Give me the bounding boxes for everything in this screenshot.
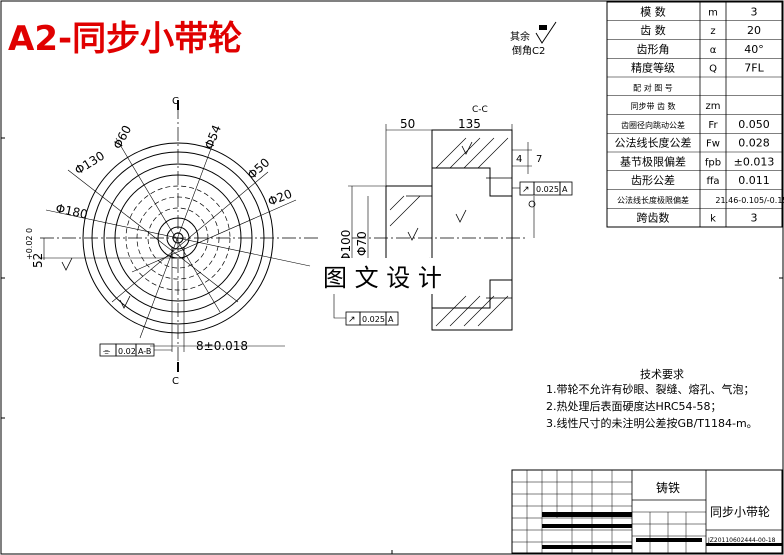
param-value: 7FL <box>744 62 764 75</box>
param-row: 跨齿数 k 3 <box>637 212 758 225</box>
param-symbol: k <box>710 214 716 225</box>
svg-text:其余: 其余 <box>510 30 530 43</box>
dim-section-50: 50 <box>400 117 415 131</box>
param-symbol: α <box>710 45 717 56</box>
title-block-text: 铸铁 同步小带轮 JZ20110602444-00-18 <box>656 480 776 544</box>
svg-text:0.025: 0.025 <box>362 315 385 324</box>
dim-section-100: Φ100 <box>339 230 353 262</box>
param-symbol: z <box>710 26 715 37</box>
param-name: 同步带 齿 数 <box>630 101 675 111</box>
dim-section-70: Φ70 <box>355 231 369 256</box>
param-symbol: Fw <box>706 139 720 150</box>
param-symbol: ffa <box>706 176 719 187</box>
param-name: 跨齿数 <box>637 212 670 225</box>
svg-text:倒角C2: 倒角C2 <box>512 45 545 57</box>
svg-text:↗: ↗ <box>522 185 530 195</box>
section-view <box>348 124 536 331</box>
param-row: 齿圈径向跳动公差 Fr 0.050 <box>621 118 770 131</box>
param-row: 齿形角 α 40° <box>637 43 764 56</box>
param-name: 齿圈径向跳动公差 <box>621 120 685 130</box>
dim-52: 52 <box>31 253 45 268</box>
watermark: 图 文 设 计 <box>323 264 442 292</box>
param-name: 齿形公差 <box>631 173 675 187</box>
tech-req-item: 1.带轮不允许有砂眼、裂缝、熔孔、气泡； <box>546 382 755 396</box>
svg-text:↗: ↗ <box>348 315 356 325</box>
svg-text:A: A <box>562 185 568 194</box>
dim-section-135: 135 <box>458 117 481 131</box>
param-row: 同步带 齿 数 zm <box>630 101 720 112</box>
svg-text:0.025: 0.025 <box>536 185 559 194</box>
param-row: 公法线长度极限偏差 21.46-0.105/-0.155 <box>617 195 784 205</box>
part-name: 同步小带轮 <box>710 505 770 519</box>
param-row: 齿 数 z 20 <box>640 24 761 37</box>
tech-req-item: 3.线性尺寸的未注明公差按GB/T1184-m。 <box>546 416 758 430</box>
watermark-bg <box>318 258 466 294</box>
param-name: 模 数 <box>640 5 666 18</box>
dim-52-tol: +0.02 0 <box>25 228 34 260</box>
param-name: 基节极限偏差 <box>620 154 686 168</box>
material: 铸铁 <box>656 480 680 495</box>
param-name: 公法线长度公差 <box>615 136 692 150</box>
param-row: 齿形公差 ffa 0.011 <box>631 173 770 187</box>
param-value: 3 <box>751 212 758 225</box>
param-name: 精度等级 <box>631 61 675 75</box>
drawing-title: A2-同步小带轮 <box>8 19 242 59</box>
param-value: 0.011 <box>738 174 770 187</box>
param-value: 40° <box>744 43 764 56</box>
svg-text:A-B: A-B <box>138 347 151 356</box>
param-value: 0.050 <box>738 118 770 131</box>
cut-mark-top: C <box>172 96 179 107</box>
tech-req-title: 技术要求 <box>640 368 684 381</box>
param-name: 齿形角 <box>637 43 670 56</box>
svg-text:0.02: 0.02 <box>118 347 136 356</box>
param-value: 0.028 <box>738 137 770 150</box>
param-name: 公法线长度极限偏差 <box>617 195 689 205</box>
runout-tolerance-frame-section: ↗ 0.025 A <box>512 181 573 196</box>
runout-tolerance-frame-front: ↗ 0.025 A <box>333 290 399 326</box>
symmetry-tolerance-frame: ⌯ 0.02 A-B <box>99 343 172 357</box>
section-label: C-C <box>472 105 488 115</box>
param-symbol: fpb <box>705 157 721 168</box>
section-view-dims: C-C 50 135 Φ100 Φ70 4 7 <box>339 105 542 262</box>
svg-text:A: A <box>388 315 394 324</box>
technical-requirements: 技术要求 1.带轮不允许有砂眼、裂缝、熔孔、气泡； 2.热处理后表面硬度达HRC… <box>546 368 758 430</box>
dim-54: Φ54 <box>202 123 224 151</box>
frame-marks <box>1 137 783 554</box>
front-view <box>38 100 318 372</box>
param-row: 模 数 m 3 <box>640 5 757 18</box>
surface-note: 其余 倒角C2 <box>510 21 557 57</box>
param-value: 21.46-0.105/-0.155 <box>715 196 784 205</box>
dim-section-7: 7 <box>536 154 542 165</box>
param-row: 基节极限偏差 fpb ±0.013 <box>620 154 774 168</box>
dim-20: Φ20 <box>266 187 294 209</box>
param-symbol: zm <box>706 101 721 112</box>
dim-130: Φ130 <box>72 149 107 178</box>
param-name: 配 对 图 号 <box>633 82 673 92</box>
dim-50: Φ50 <box>245 155 273 182</box>
dim-section-4: 4 <box>516 154 522 165</box>
param-value: ±0.013 <box>734 155 775 168</box>
param-name: 齿 数 <box>640 24 666 37</box>
cut-mark-bottom: C <box>172 376 179 387</box>
dim-180: Φ180 <box>54 201 89 221</box>
param-row: 配 对 图 号 <box>633 82 673 92</box>
drawing-number: JZ20110602444-00-18 <box>707 537 776 544</box>
param-value: 3 <box>751 5 758 18</box>
param-row: 公法线长度公差 Fw 0.028 <box>615 136 770 150</box>
svg-text:⌯: ⌯ <box>103 347 111 357</box>
front-view-dims: C C Φ130 Φ60 Φ54 Φ50 Φ20 Φ180 52 +0.02 0… <box>25 96 294 387</box>
param-symbol: Fr <box>708 120 718 131</box>
param-symbol: Q <box>709 64 717 75</box>
tech-req-item: 2.热处理后表面硬度达HRC54-58； <box>546 399 722 413</box>
param-symbol: m <box>708 7 718 18</box>
dim-keyway-width: 8±0.018 <box>196 339 248 353</box>
dim-60: Φ60 <box>110 123 134 151</box>
param-value: 20 <box>747 24 761 37</box>
title-block <box>511 469 783 554</box>
param-row: 精度等级 Q 7FL <box>631 61 765 75</box>
